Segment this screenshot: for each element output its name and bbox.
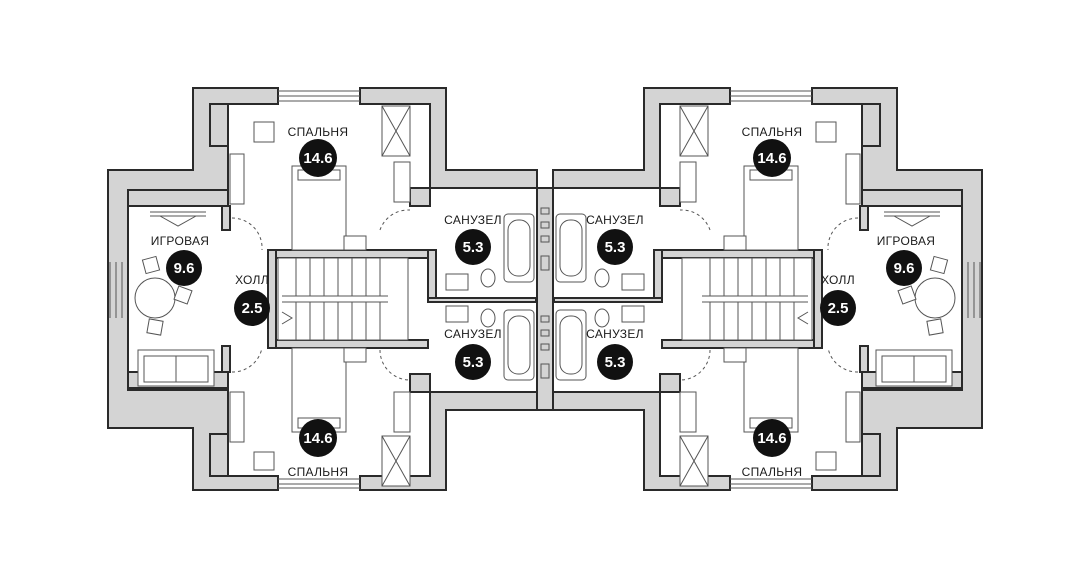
chair xyxy=(146,318,164,336)
room-name: ХОЛЛ xyxy=(821,273,855,287)
door-arc xyxy=(231,347,263,373)
area-badge xyxy=(597,344,633,380)
inner-wall xyxy=(409,187,431,207)
room-name: СПАЛЬНЯ xyxy=(742,465,803,479)
bed xyxy=(291,165,347,251)
desk xyxy=(253,121,275,143)
sink xyxy=(445,305,469,323)
inner-wall xyxy=(427,249,437,299)
inner-wall xyxy=(221,345,231,373)
area-badge xyxy=(455,229,491,265)
sofa xyxy=(137,349,215,387)
room-right-hall: ХОЛЛ 2.5 xyxy=(820,273,856,326)
area-badge xyxy=(597,229,633,265)
area-badge xyxy=(820,290,856,326)
window-blind xyxy=(150,211,206,227)
room-left-bedroom-bottom: 14.6 СПАЛЬНЯ xyxy=(288,419,349,479)
room-name: СПАЛЬНЯ xyxy=(288,125,349,139)
room-right-bedroom-bottom: 14.6 СПАЛЬНЯ xyxy=(742,419,803,479)
room-name: ИГРОВАЯ xyxy=(151,234,210,248)
door-arc xyxy=(379,209,411,231)
area-value: 5.3 xyxy=(605,354,626,371)
inner-wall xyxy=(209,103,229,147)
wardrobe xyxy=(381,105,411,157)
inner-wall xyxy=(267,249,277,349)
area-value: 14.6 xyxy=(303,150,332,167)
area-badge xyxy=(753,139,791,177)
room-name: СПАЛЬНЯ xyxy=(288,465,349,479)
cabinet xyxy=(393,391,411,433)
area-badge xyxy=(234,290,270,326)
room-left-bath-top: САНУЗЕЛ 5.3 xyxy=(444,213,502,265)
inner-wall xyxy=(209,433,229,477)
desk xyxy=(253,451,275,471)
inner-wall xyxy=(221,205,231,231)
room-left-bedroom-top: СПАЛЬНЯ 14.6 xyxy=(288,125,349,177)
cabinet xyxy=(393,161,411,203)
area-badge xyxy=(299,419,337,457)
room-right-bedroom-top: СПАЛЬНЯ 14.6 xyxy=(742,125,803,177)
wardrobe xyxy=(381,435,411,487)
area-badge xyxy=(886,250,922,286)
chair xyxy=(141,255,161,275)
area-badge xyxy=(166,250,202,286)
room-name: САНУЗЕЛ xyxy=(586,327,644,341)
bathtub xyxy=(503,309,535,381)
area-value: 5.3 xyxy=(463,239,484,256)
inner-wall xyxy=(409,373,431,393)
room-name: САНУЗЕЛ xyxy=(444,213,502,227)
inner-wall xyxy=(127,189,229,207)
room-name: САНУЗЕЛ xyxy=(444,327,502,341)
toilet xyxy=(480,308,496,328)
sink xyxy=(445,273,469,291)
inner-wall xyxy=(267,339,429,349)
area-value: 14.6 xyxy=(757,430,786,447)
nightstand xyxy=(343,235,367,251)
room-name: ХОЛЛ xyxy=(235,273,269,287)
room-right-bath-bottom: САНУЗЕЛ 5.3 xyxy=(586,327,644,380)
round-table xyxy=(134,277,176,319)
area-value: 5.3 xyxy=(463,354,484,371)
area-value: 2.5 xyxy=(242,300,263,317)
outer-wall xyxy=(107,87,279,491)
area-value: 9.6 xyxy=(174,260,195,277)
inner-wall xyxy=(427,297,537,303)
desk xyxy=(229,391,245,443)
room-left-bath-bottom: САНУЗЕЛ 5.3 xyxy=(444,327,502,380)
nightstand xyxy=(343,347,367,363)
inner-wall xyxy=(267,249,429,259)
chair xyxy=(173,285,193,305)
room-name: СПАЛЬНЯ xyxy=(742,125,803,139)
area-badge xyxy=(299,139,337,177)
desk xyxy=(229,153,245,205)
toilet xyxy=(480,268,496,288)
door-arc xyxy=(379,349,411,381)
room-name: ИГРОВАЯ xyxy=(877,234,936,248)
area-value: 14.6 xyxy=(757,150,786,167)
area-value: 2.5 xyxy=(828,300,849,317)
door-arc xyxy=(231,217,263,251)
area-badge xyxy=(753,419,791,457)
room-left-playroom: ИГРОВАЯ 9.6 xyxy=(151,234,210,286)
room-left-hall: ХОЛЛ 2.5 xyxy=(234,273,270,326)
room-name: САНУЗЕЛ xyxy=(586,213,644,227)
area-badge xyxy=(455,344,491,380)
bathtub xyxy=(503,213,535,283)
area-value: 9.6 xyxy=(894,260,915,277)
area-value: 14.6 xyxy=(303,430,332,447)
window xyxy=(109,90,360,489)
area-value: 5.3 xyxy=(605,239,626,256)
room-right-playroom: ИГРОВАЯ 9.6 xyxy=(877,234,936,286)
staircase xyxy=(277,257,409,341)
room-right-bath-top: САНУЗЕЛ 5.3 xyxy=(586,213,644,265)
